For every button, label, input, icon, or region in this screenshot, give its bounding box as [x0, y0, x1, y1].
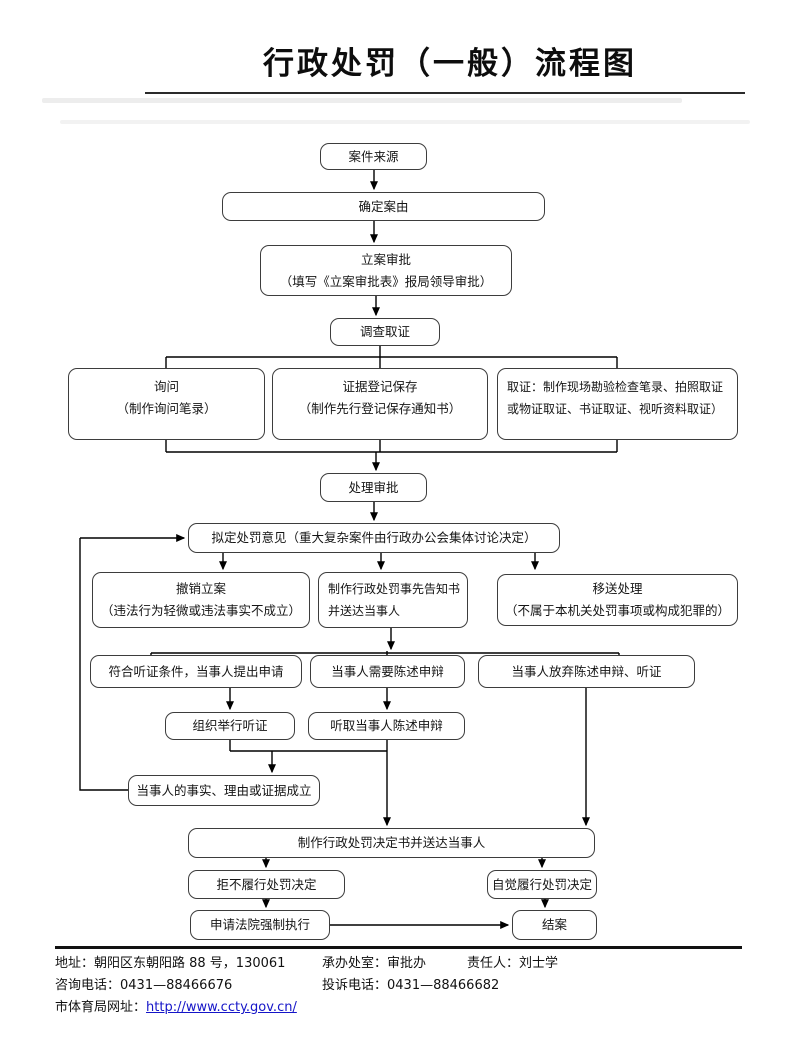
node-label: 取证：制作现场勘验检查笔录、拍照取证 [507, 380, 724, 394]
node-label: 立案审批 [360, 251, 411, 267]
node-revoke-filing: 撤销立案 （违法行为轻微或违法事实不成立） [92, 572, 310, 628]
node-label: 证据登记保存 [342, 379, 418, 394]
footer-divider [55, 946, 742, 949]
node-label: 拒不履行处罚决定 [216, 876, 317, 892]
node-statement-waived: 当事人放弃陈述申辩、听证 [478, 655, 695, 688]
node-hearing-request: 符合听证条件，当事人提出申请 [90, 655, 302, 688]
node-handling-approval: 处理审批 [320, 473, 427, 502]
node-label: 申请法院强制执行 [209, 917, 310, 932]
node-label: 处理审批 [348, 479, 399, 495]
node-draft-penalty-opinion: 拟定处罚意见（重大复杂案件由行政办公会集体讨论决定） [188, 523, 560, 553]
node-label: 组织举行听证 [192, 718, 268, 733]
node-case-filing: 立案审批 （填写《立案审批表》报局领导审批） [260, 245, 512, 296]
node-label: 调查取证 [359, 324, 410, 339]
node-label: 自觉履行处罚决定 [491, 876, 592, 892]
footer-address: 地址：朝阳区东朝阳路 88 号，130061 [55, 956, 286, 971]
node-hold-hearing: 组织举行听证 [165, 712, 295, 740]
node-label: 听取当事人陈述申辩 [330, 718, 443, 733]
footer-complaint-phone: 投诉电话：0431—88466682 [322, 978, 500, 993]
page-title: 行政处罚（一般）流程图 [263, 46, 637, 82]
node-penalty-decision: 制作行政处罚决定书并送达当事人 [188, 828, 595, 858]
footer-responsible-person: 责任人：刘士学 [467, 956, 559, 971]
footer-website-row: 市体育局网址：http://www.ccty.gov.cn/ [55, 996, 297, 1015]
node-case-closed: 结案 [512, 910, 597, 940]
node-investigation: 调查取证 [330, 318, 440, 346]
node-label: （制作询问笔录） [116, 401, 217, 416]
node-label: 结案 [541, 917, 567, 932]
node-evidence-collection: 取证：制作现场勘验检查笔录、拍照取证 或物证取证、书证取证、视听资料取证） [497, 368, 738, 440]
node-label: 拟定处罚意见（重大复杂案件由行政办公会集体讨论决定） [211, 530, 537, 545]
node-label: （填写《立案审批表》报局领导审批） [279, 273, 493, 289]
footer-department: 承办处室：审批办 [322, 956, 427, 971]
node-label: 移送处理 [592, 581, 643, 596]
scan-artifact [42, 98, 682, 103]
website-link[interactable]: http://www.ccty.gov.cn/ [146, 1000, 297, 1015]
node-label: 当事人放弃陈述申辩、听证 [511, 663, 662, 679]
node-determine-cause: 确定案由 [222, 192, 545, 221]
node-refuse-compliance: 拒不履行处罚决定 [188, 870, 345, 899]
node-label: 当事人的事实、理由或证据成立 [136, 782, 312, 798]
node-label: （不属于本机关处罚事项或构成犯罪的） [504, 603, 730, 618]
node-inquiry: 询问 （制作询问笔录） [68, 368, 265, 440]
node-evidence-registration: 证据登记保存 （制作先行登记保存通知书） [272, 368, 488, 440]
footer-consult-phone: 咨询电话：0431—88466676 [55, 978, 233, 993]
node-hear-statement: 听取当事人陈述申辩 [308, 712, 465, 740]
node-label: 当事人需要陈述申辩 [331, 663, 444, 679]
scan-artifact [60, 120, 750, 124]
node-label: 询问 [153, 379, 179, 394]
node-label: （违法行为轻微或违法事实不成立） [100, 603, 301, 618]
node-label: 并送达当事人 [328, 604, 401, 618]
node-case-source: 案件来源 [320, 143, 427, 170]
node-label: 制作行政处罚事先告知书 [328, 582, 461, 596]
node-label: （制作先行登记保存通知书） [298, 401, 462, 416]
node-label: 符合听证条件，当事人提出申请 [108, 663, 284, 679]
footer-website-label: 市体育局网址： [55, 1000, 147, 1015]
node-statement-needed: 当事人需要陈述申辩 [310, 655, 465, 688]
node-court-enforcement: 申请法院强制执行 [190, 910, 330, 940]
node-transfer-handling: 移送处理 （不属于本机关处罚事项或构成犯罪的） [497, 574, 738, 626]
title-underline [145, 92, 745, 94]
node-label: 案件来源 [348, 148, 399, 164]
node-facts-established: 当事人的事实、理由或证据成立 [128, 775, 320, 806]
node-label: 制作行政处罚决定书并送达当事人 [297, 835, 486, 850]
node-label: 确定案由 [358, 198, 409, 214]
node-voluntary-compliance: 自觉履行处罚决定 [487, 870, 597, 899]
node-label: 撤销立案 [175, 581, 226, 596]
node-label: 或物证取证、书证取证、视听资料取证） [507, 402, 724, 416]
node-advance-notice: 制作行政处罚事先告知书 并送达当事人 [318, 572, 468, 628]
